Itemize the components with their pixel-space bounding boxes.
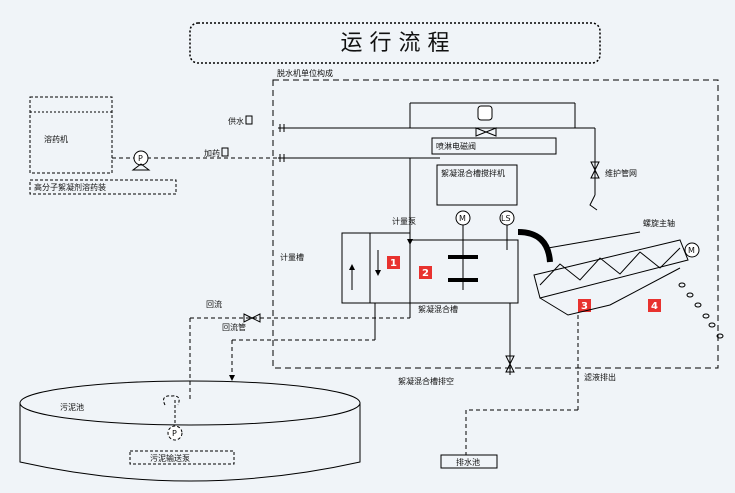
dosing-label: 加药 <box>204 148 220 158</box>
mixer-box <box>436 164 518 206</box>
return-label: 回流 <box>206 299 222 309</box>
maintenance-label: 维护管网 <box>605 168 637 178</box>
pump-letter-bottom: P <box>172 429 177 438</box>
marker-2 <box>419 266 432 279</box>
flocculation-tank <box>409 239 519 304</box>
screw-motor-letter: M <box>688 246 695 255</box>
filtrate-label: 滤液排出 <box>584 372 616 382</box>
solenoid-valve-icon <box>477 105 493 121</box>
screw-press <box>533 239 689 299</box>
screw-label: 螺旋主轴 <box>643 218 675 228</box>
tank-label: 溶药机 <box>44 134 68 144</box>
sludge-pump-label: 污泥输送泵 <box>150 453 190 463</box>
spray-valve-box <box>431 137 557 155</box>
machine-area-label: 脱水机单位构成 <box>277 68 333 78</box>
dissolving-tank <box>29 96 113 174</box>
pump-icon <box>133 150 149 166</box>
sludge-pool-label: 污泥池 <box>60 402 84 412</box>
marker-3 <box>578 299 591 312</box>
polymer-note: 高分子絮凝剂溶药装 <box>34 182 106 192</box>
machine-area-frame <box>272 79 719 369</box>
mixer-label: 絮凝混合槽搅拌机 <box>441 168 505 178</box>
dosing-pump-label: 计量泵 <box>392 216 416 226</box>
sludge-pump-box <box>129 450 235 465</box>
polymer-note-frame <box>29 179 177 195</box>
title-frame <box>189 22 601 64</box>
page-title: 运 行 流 程 <box>341 31 450 56</box>
valve-icon <box>475 127 488 137</box>
mixer-motor-letter: M <box>459 214 466 223</box>
metering-label: 计量槽 <box>280 252 304 262</box>
marker-1 <box>387 256 400 269</box>
marker-4 <box>648 299 661 312</box>
level-switch-letter: LS <box>501 214 511 223</box>
marker-1-num: 1 <box>390 258 397 269</box>
water-supply-label: 供水 <box>228 116 244 126</box>
drain-pool-label: 排水池 <box>456 457 480 467</box>
mix-drain-label: 絮凝混合槽排空 <box>398 376 454 386</box>
motor-icon <box>455 210 471 226</box>
pump-letter-top: P <box>138 154 143 163</box>
spray-valve-label: 喷淋电磁阀 <box>436 141 476 151</box>
drain-pool-box <box>440 454 498 469</box>
marker-3-num: 3 <box>581 301 588 312</box>
sludge-return-label: 回流管 <box>222 322 246 332</box>
marker-4-num: 4 <box>651 301 658 312</box>
flocculation-label: 絮凝混合槽 <box>418 304 458 314</box>
marker-2-num: 2 <box>422 268 429 279</box>
